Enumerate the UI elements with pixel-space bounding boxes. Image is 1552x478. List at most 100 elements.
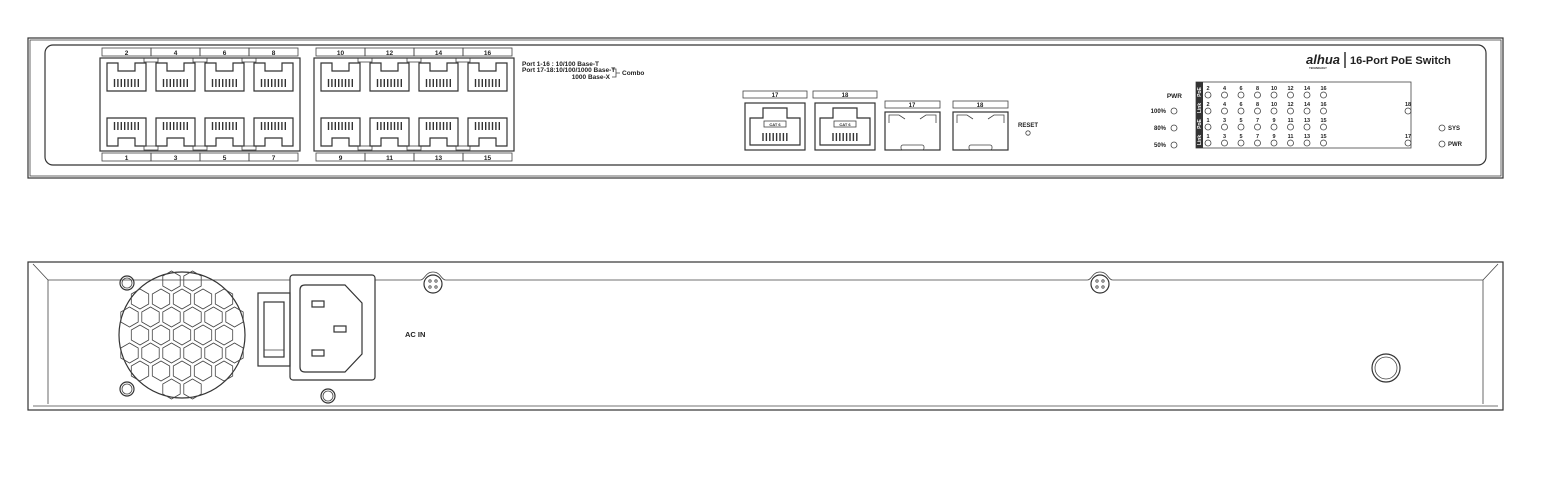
- fan-hex: [204, 342, 223, 364]
- rj45-port-2[interactable]: [106, 62, 147, 92]
- pwr-label: PWR: [1167, 93, 1182, 100]
- rj45-port-11[interactable]: [369, 117, 410, 147]
- fan-hex: [214, 288, 234, 310]
- port-label-bottom: 1: [125, 155, 129, 162]
- port-led: [1221, 107, 1228, 115]
- led-number: 6: [1239, 102, 1242, 108]
- power-switch[interactable]: [263, 301, 285, 358]
- fan-hex: [183, 270, 202, 292]
- rj45-port-3[interactable]: [155, 117, 196, 147]
- sfp-latch: [919, 114, 937, 123]
- pwr-level-led: [1170, 107, 1178, 115]
- rj45-outline: [320, 117, 361, 147]
- fan-hex: [193, 360, 213, 382]
- port-block-frame: [99, 57, 301, 152]
- pwr-level-led: [1170, 141, 1178, 149]
- rj45-port-4[interactable]: [155, 62, 196, 92]
- rj45-port-14[interactable]: [418, 62, 459, 92]
- rj45-port-15[interactable]: [467, 117, 508, 147]
- port-led: [1221, 91, 1228, 99]
- ac-pin: [311, 300, 325, 308]
- front-chassis: [27, 37, 1504, 179]
- rear-recess-top: [48, 271, 1483, 281]
- fan-hex: [172, 288, 192, 310]
- sfp-port-18[interactable]: [952, 111, 1009, 151]
- rj45-port-6[interactable]: [204, 62, 245, 92]
- led-number: 18: [1405, 102, 1411, 108]
- combo-rj45-port-18[interactable]: CAT 6: [814, 102, 876, 151]
- rj45-port-12[interactable]: [369, 62, 410, 92]
- sfp-latch: [888, 114, 906, 123]
- rj45-outline: [155, 117, 196, 147]
- rj45-port-1[interactable]: [106, 117, 147, 147]
- port-led: [1270, 139, 1278, 147]
- pwr-level-label: 50%: [1154, 143, 1167, 149]
- rear-chassis: [27, 261, 1504, 411]
- fan-hex: [120, 306, 139, 328]
- port-led: [1254, 123, 1261, 131]
- pwr-level-label: 80%: [1154, 126, 1167, 132]
- mount-screw-hole: [1095, 279, 1099, 283]
- combo-rj45-label: 18: [842, 93, 849, 99]
- mount-screw-hole: [434, 285, 438, 289]
- rj45-tag: CAT 6: [769, 122, 781, 127]
- mount-screw-icon: [423, 274, 443, 294]
- reset-button[interactable]: [1025, 130, 1031, 136]
- port-label-bottom: 7: [272, 155, 276, 162]
- fan-hex: [193, 324, 213, 346]
- fan-hex: [130, 360, 150, 382]
- rj45-port-7[interactable]: [253, 117, 294, 147]
- ground-terminal-inner: [1374, 356, 1398, 380]
- sfp-cage: [952, 111, 1009, 151]
- spec-text: 1000 Base-X: [572, 74, 611, 81]
- led-number: 12: [1287, 102, 1293, 108]
- rj45-port-9[interactable]: [320, 117, 361, 147]
- port-led: [1270, 91, 1278, 99]
- led-number: 4: [1223, 86, 1227, 92]
- mount-screw-hole: [1101, 279, 1105, 283]
- status-led-label: PWR: [1448, 142, 1463, 148]
- fan-hex: [141, 342, 160, 364]
- led-number: 3: [1223, 134, 1226, 140]
- rj45-outline: [253, 117, 294, 147]
- port-label-bottom: 9: [339, 155, 343, 162]
- rj45-port-8[interactable]: [253, 62, 294, 92]
- port-label-top: 8: [272, 50, 276, 57]
- screw-icon: [119, 381, 135, 397]
- fan-hex: [162, 342, 181, 364]
- led-side-strip: [1196, 82, 1203, 148]
- port-label-bottom: 11: [386, 155, 393, 162]
- port-led: [1237, 139, 1245, 147]
- sfp-label-box: [952, 100, 1009, 109]
- led-side-label: PoE: [1197, 86, 1203, 96]
- rj45-outline: [204, 62, 245, 92]
- rj45-port-13[interactable]: [418, 117, 459, 147]
- rj45-outline: [106, 62, 147, 92]
- port-label-box: [462, 152, 513, 162]
- led-side-label: PoE: [1197, 118, 1203, 128]
- port-label-bottom: 13: [435, 155, 443, 162]
- rj45-port-16[interactable]: [467, 62, 508, 92]
- port-led: [1204, 91, 1212, 99]
- port-led: [1221, 123, 1228, 131]
- port-led: [1204, 107, 1212, 115]
- rj45-outline: [418, 117, 459, 147]
- port-led: [1237, 123, 1245, 131]
- led-window: [455, 145, 471, 151]
- rj45-outline: [106, 117, 147, 147]
- sfp-port-17[interactable]: [884, 111, 941, 151]
- led-number: 6: [1239, 86, 1242, 92]
- port-label-top: 2: [125, 50, 129, 57]
- port-frame: [744, 102, 806, 151]
- rj45-port-10[interactable]: [320, 62, 361, 92]
- led-number: 4: [1223, 102, 1227, 108]
- led-window: [357, 145, 373, 151]
- fan-hex: [151, 324, 171, 346]
- status-led: [1438, 140, 1446, 148]
- combo-rj45-port-17[interactable]: CAT 6: [744, 102, 806, 151]
- port-label-top: 6: [223, 50, 227, 57]
- led-number: 7: [1256, 118, 1259, 124]
- rj45-port-5[interactable]: [204, 117, 245, 147]
- ac-in-label: AC IN: [405, 330, 425, 339]
- fan-hex: [130, 324, 150, 346]
